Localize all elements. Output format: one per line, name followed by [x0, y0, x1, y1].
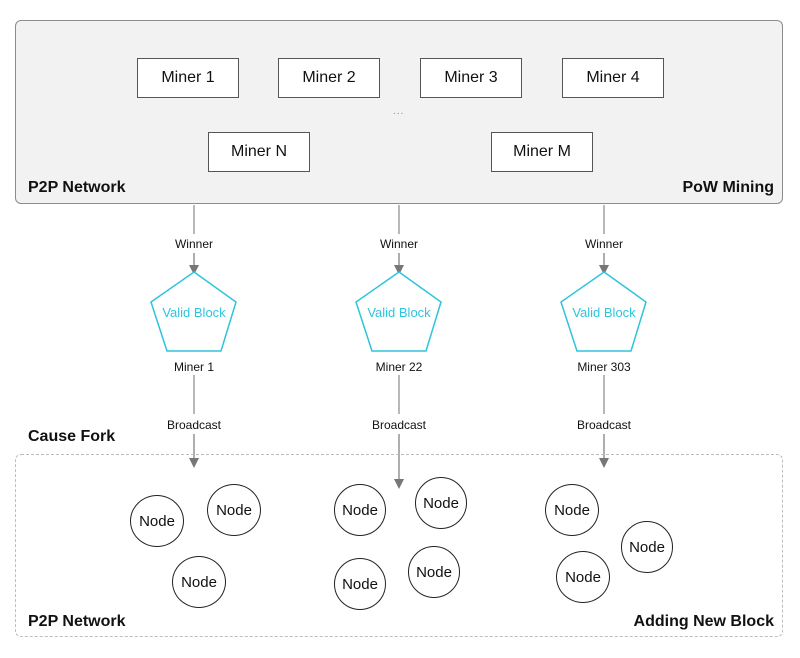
valid-block-label: Valid Block — [367, 305, 431, 320]
miner-box: Miner 4 — [562, 58, 664, 98]
node-circle: Node — [621, 521, 673, 573]
node-circle: Node — [130, 495, 184, 547]
winning-miner-label: Miner 1 — [173, 360, 214, 374]
winning-miner-label: Miner 22 — [375, 360, 423, 374]
valid-block-pentagon — [150, 271, 237, 352]
miner-box: Miner 3 — [420, 58, 522, 98]
miner-box: Miner M — [491, 132, 593, 172]
node-circle: Node — [556, 551, 610, 603]
p2p-network-panel — [15, 454, 783, 637]
bottom-panel-left-label: P2P Network — [28, 613, 126, 630]
valid-block-pentagon — [355, 271, 442, 352]
node-circle: Node — [545, 484, 599, 536]
top-panel-right-label: PoW Mining — [682, 179, 774, 196]
node-circle: Node — [334, 484, 386, 536]
miners-ellipsis: ... — [393, 106, 405, 117]
miner-box: Miner N — [208, 132, 310, 172]
valid-block-label: Valid Block — [162, 305, 226, 320]
valid-block-pentagon — [560, 271, 647, 352]
miner-box: Miner 2 — [278, 58, 380, 98]
winner-label: Winner — [584, 237, 623, 251]
miner-box: Miner 1 — [137, 58, 239, 98]
node-circle: Node — [172, 556, 226, 608]
winning-miner-label: Miner 303 — [577, 360, 631, 374]
broadcast-label: Broadcast — [166, 418, 222, 432]
cause-fork-label: Cause Fork — [28, 428, 116, 445]
winner-label: Winner — [174, 237, 213, 251]
winner-label: Winner — [379, 237, 418, 251]
bottom-panel-right-label: Adding New Block — [633, 613, 774, 630]
node-circle: Node — [207, 484, 261, 536]
node-circle: Node — [408, 546, 460, 598]
valid-block-label: Valid Block — [572, 305, 636, 320]
broadcast-label: Broadcast — [371, 418, 427, 432]
node-circle: Node — [415, 477, 467, 529]
pow-mining-panel: Miner 1 Miner 2 Miner 3 Miner 4 Miner N … — [15, 20, 783, 204]
top-panel-left-label: P2P Network — [28, 179, 126, 196]
node-circle: Node — [334, 558, 386, 610]
broadcast-label: Broadcast — [576, 418, 632, 432]
